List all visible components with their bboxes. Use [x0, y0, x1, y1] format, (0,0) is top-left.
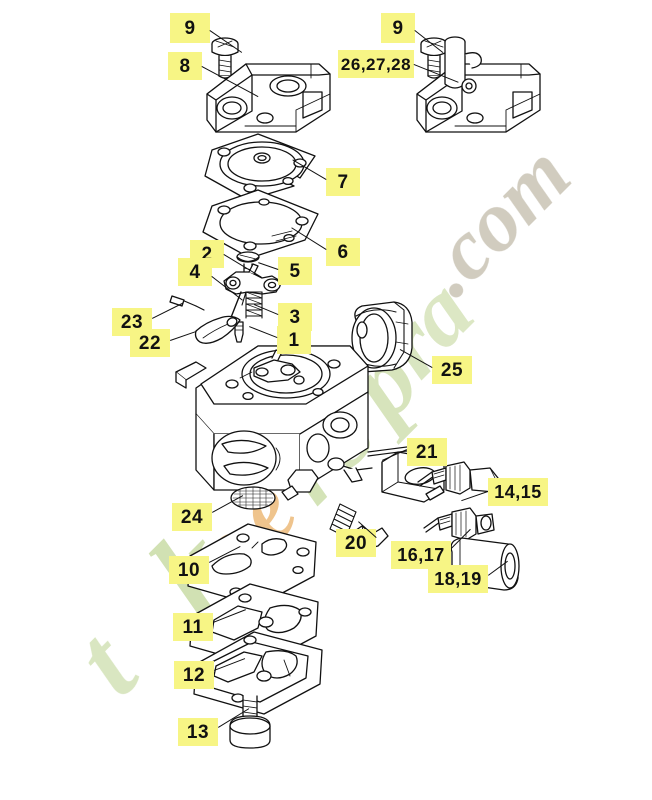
leader-6 [291, 227, 327, 250]
part-12-pump-cover [193, 631, 323, 715]
leader-14-15 [461, 491, 488, 501]
leader-24 [212, 495, 244, 513]
callout-11[interactable]: 11 [173, 613, 213, 641]
part-25-choke-assembly [351, 301, 413, 373]
callout-13[interactable]: 13 [178, 718, 218, 746]
callout-26-27-28[interactable]: 26,27,28 [338, 50, 414, 78]
leader-8 [201, 66, 258, 97]
callout-7[interactable]: 7 [326, 168, 360, 196]
callout-6[interactable]: 6 [326, 238, 360, 266]
part-16-17-adjusting-screw [423, 507, 495, 541]
part-6-gasket [202, 189, 319, 259]
leader-16-17 [451, 529, 471, 549]
leader-9-top-right [414, 30, 443, 53]
callout-20[interactable]: 20 [336, 529, 376, 557]
leader-12 [214, 658, 246, 671]
leader-26-27-28 [413, 64, 459, 83]
callout-1[interactable]: 1 [277, 326, 311, 354]
leader-11 [213, 609, 247, 623]
leader-23 [152, 303, 183, 319]
leader-2 [223, 254, 262, 278]
callout-5[interactable]: 5 [278, 257, 312, 285]
part-23-needle-pin [169, 295, 205, 311]
leader-3 [254, 304, 279, 315]
part-7-diaphragm [204, 133, 316, 201]
part-24-filter-screen [230, 486, 276, 510]
callout-21[interactable]: 21 [407, 438, 447, 466]
callout-4[interactable]: 4 [178, 258, 212, 286]
leader-22 [170, 331, 197, 341]
callout-9[interactable]: 9 [381, 13, 415, 43]
part-10-pump-gasket [187, 523, 317, 607]
part-3-spring [245, 291, 263, 319]
leader-7 [292, 159, 327, 180]
leader-9-top-left [209, 30, 242, 53]
callout-8[interactable]: 8 [168, 52, 202, 80]
part-1-inlet-needle [234, 321, 244, 343]
leader-10 [209, 546, 241, 563]
leader-4 [211, 276, 243, 301]
callout-10[interactable]: 10 [169, 556, 209, 584]
part-9-screw-right [420, 37, 448, 79]
callout-14-15[interactable]: 14,15 [488, 478, 548, 506]
callout-25[interactable]: 25 [432, 356, 472, 384]
leader-13 [218, 708, 250, 728]
leader-18-19 [488, 561, 508, 576]
callout-22[interactable]: 22 [130, 329, 170, 357]
callout-9[interactable]: 9 [170, 13, 210, 43]
callout-18-19[interactable]: 18,19 [428, 565, 488, 593]
part-22-lever-arm [194, 315, 241, 344]
part-26-27-28-cover [416, 36, 541, 133]
callout-12[interactable]: 12 [174, 661, 214, 689]
callout-24[interactable]: 24 [172, 503, 212, 531]
part-13-pump-screw [229, 695, 271, 749]
part-8-metering-cover [206, 63, 331, 133]
callout-16-17[interactable]: 16,17 [391, 541, 451, 569]
part-1-carburetor-body [175, 345, 431, 501]
leader-5 [258, 262, 279, 270]
part-2-throttle-lever [223, 263, 283, 306]
leader-1 [249, 326, 278, 338]
leader-25 [400, 349, 433, 368]
leader-21 [381, 449, 407, 461]
